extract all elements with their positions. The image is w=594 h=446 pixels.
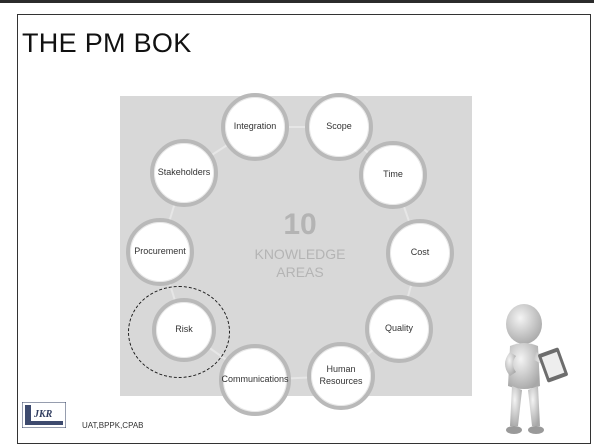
area-node-time: Time: [359, 141, 427, 209]
area-node-stakeholders: Stakeholders: [150, 139, 218, 207]
top-rule: [0, 0, 594, 3]
area-node-integration: Integration: [221, 93, 289, 161]
logo-text: JKR: [33, 409, 53, 420]
area-node-communications: Communications: [219, 344, 291, 416]
slide-frame: [17, 14, 591, 444]
area-node-scope: Scope: [305, 93, 373, 161]
clipboard-figure-illustration: [505, 304, 568, 434]
footer-text: UAT,BPPK,CPAB: [82, 421, 144, 430]
area-node-procurement: Procurement: [126, 218, 194, 286]
slide-title: THE PM BOK: [22, 28, 192, 58]
center-label: KNOWLEDGE AREAS: [254, 246, 346, 280]
center-number: 10: [283, 208, 317, 241]
area-node-cost: Cost: [386, 219, 454, 287]
jkr-logo: JKR: [22, 402, 66, 428]
area-node-human-resources: Human Resources: [307, 342, 375, 410]
area-node-quality: Quality: [365, 295, 433, 363]
risk-highlight-ring: [128, 286, 230, 378]
